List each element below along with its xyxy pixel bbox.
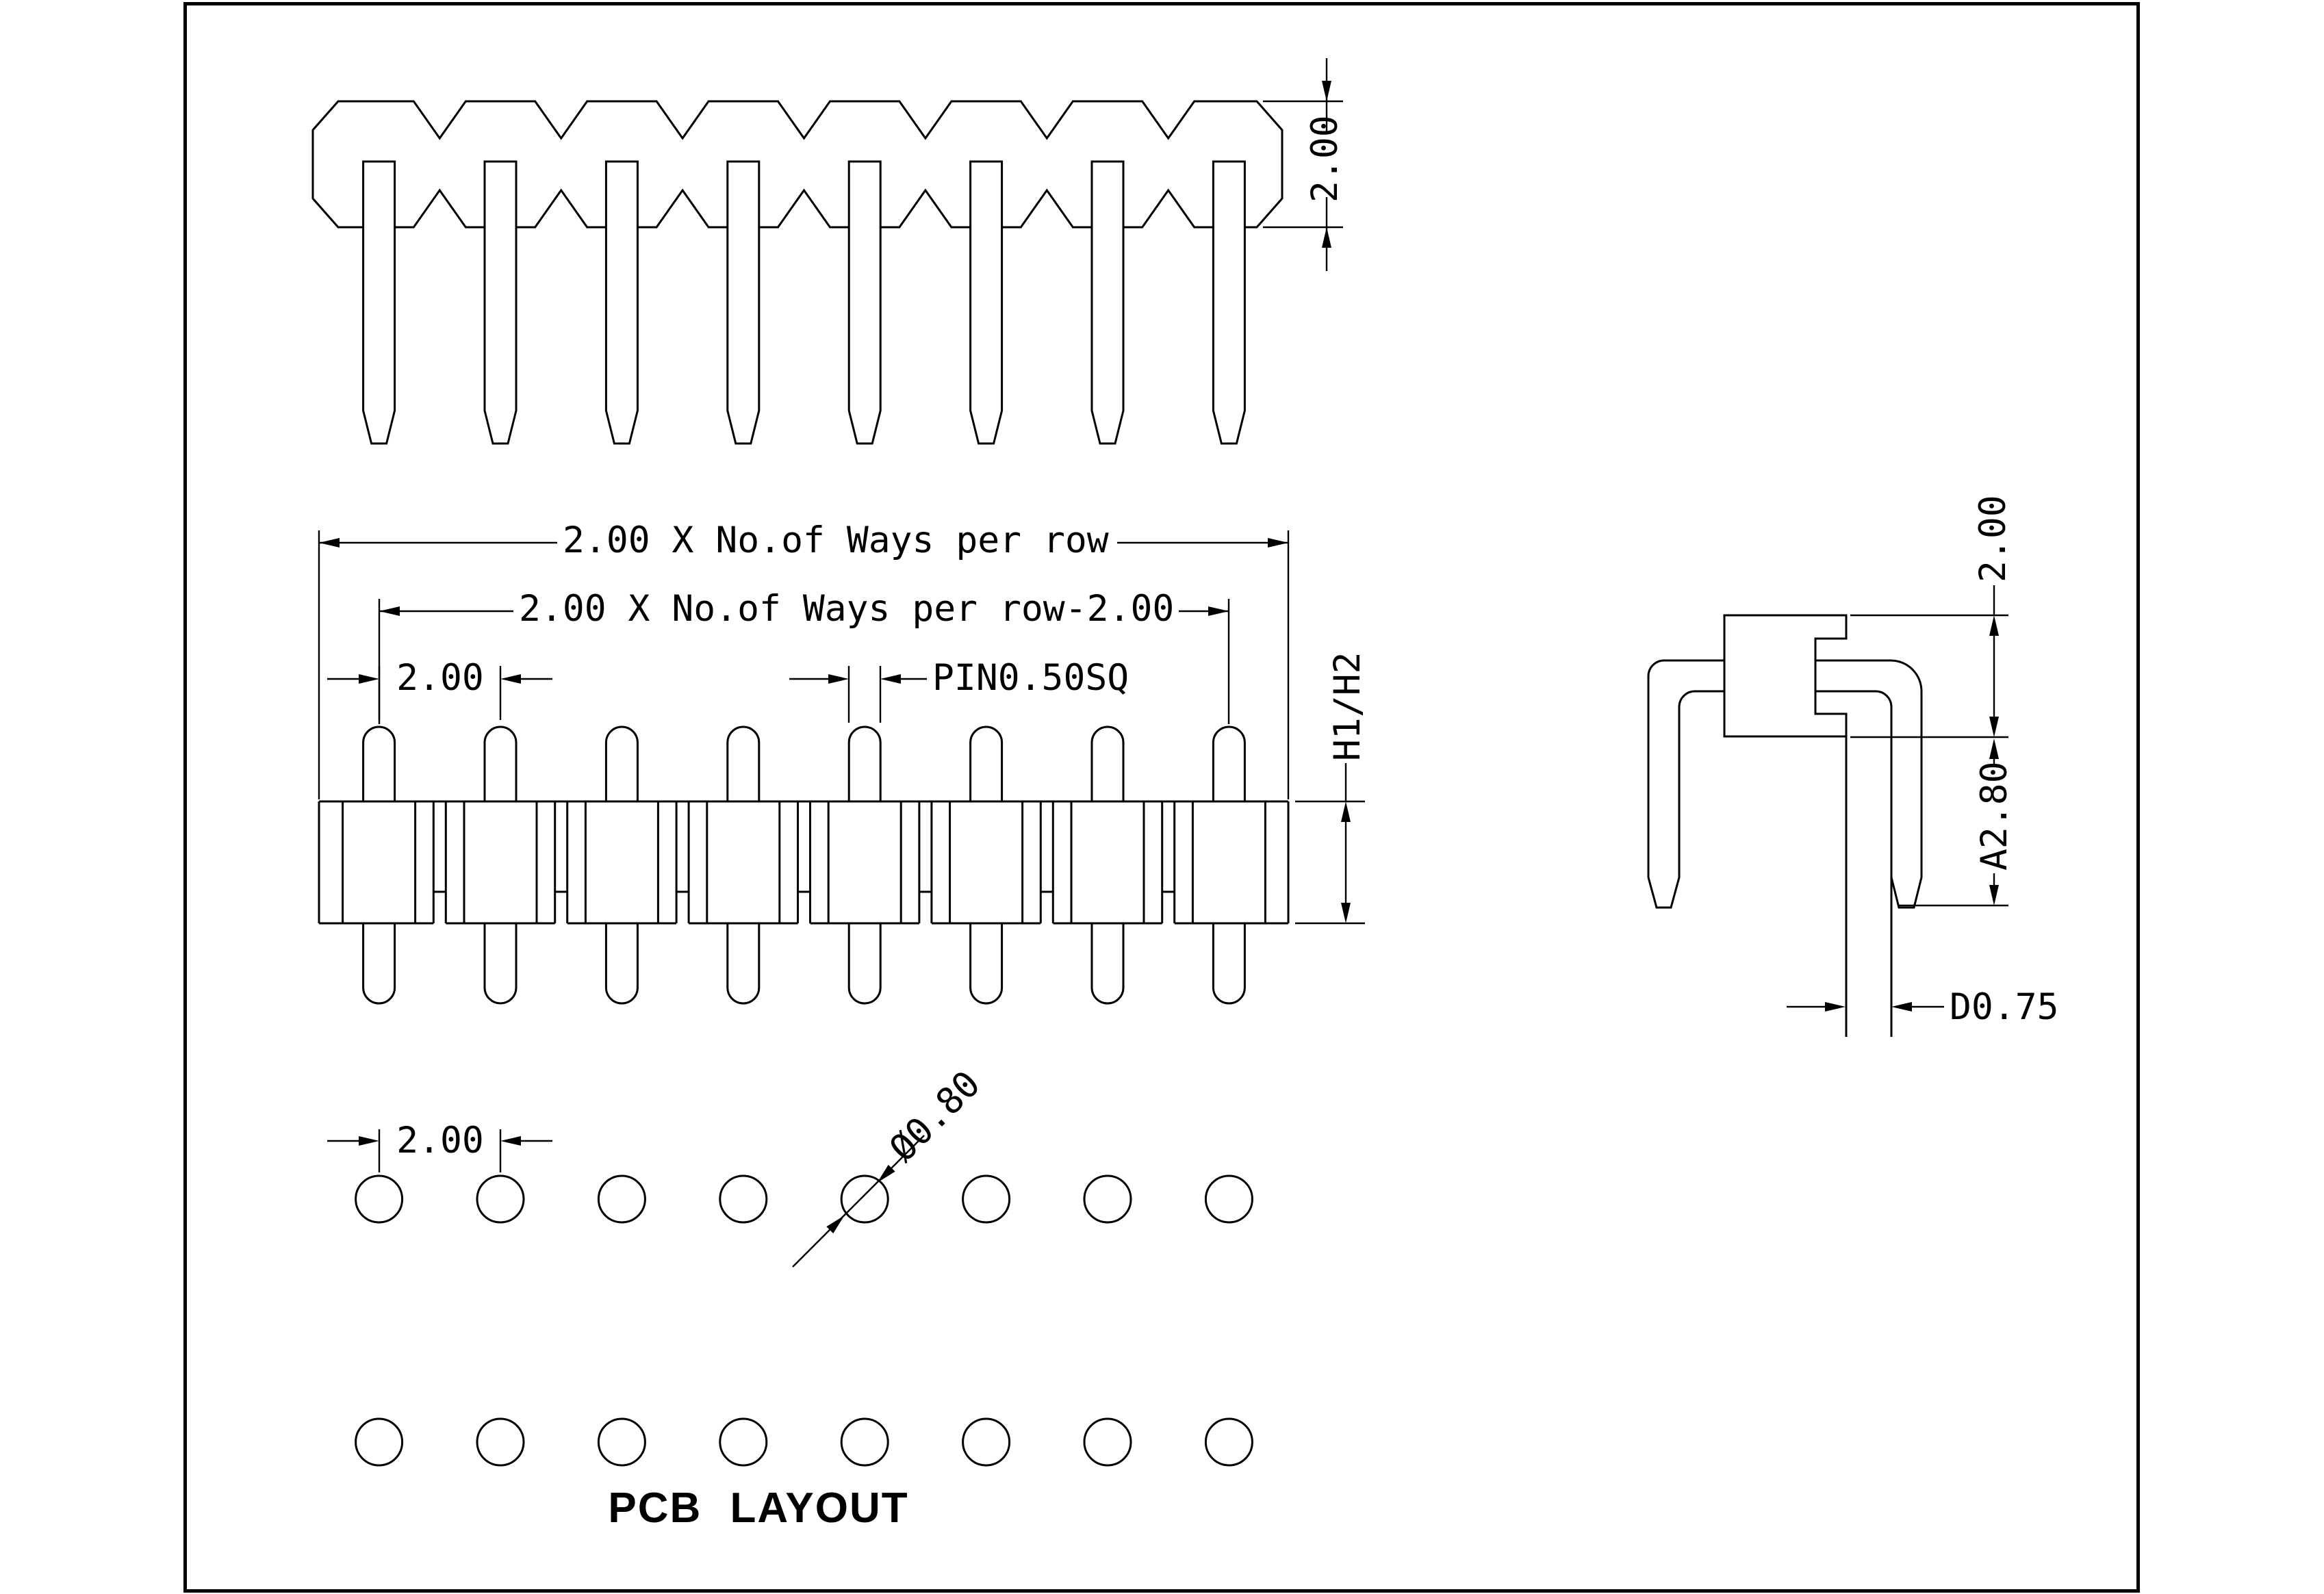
drawing-frame: [183, 2, 2140, 1593]
arrowhead-left-icon: [1891, 1002, 1912, 1012]
dimension-text: 2.00 X No.of Ways per row: [563, 519, 1109, 561]
dimension-text: D0.75: [1950, 986, 2059, 1028]
arrowhead-downleft-icon: [877, 1164, 895, 1183]
front-view: 2.00 X No.of Ways per row 2.00 X No.of W…: [318, 519, 1368, 1005]
dimension-text: 2.00: [1304, 115, 1346, 203]
front-bottom-pins: [362, 923, 1246, 1005]
pcb-hole: [597, 1174, 646, 1224]
pcb-hole-dimension: Ø0.80: [792, 1063, 988, 1268]
pcb-hole: [840, 1174, 889, 1224]
front-span-dimension: 2.00 X No.of Ways per row-2.00: [378, 588, 1230, 724]
pcb-hole: [476, 1174, 525, 1224]
side-view: 2.00 A2.80 D0.75: [1647, 495, 2059, 1037]
pcb-hole: [1083, 1174, 1132, 1224]
arrowhead-right-icon: [1208, 606, 1229, 616]
front-top-pin: [483, 725, 518, 801]
arrowhead-right-icon: [1268, 538, 1288, 548]
arrowhead-up-icon: [1989, 738, 1999, 759]
pcb-hole: [1204, 1417, 1253, 1467]
top-view-pin: [483, 160, 518, 445]
pcb-hole: [962, 1417, 1011, 1467]
arrowhead-right-icon: [359, 674, 379, 684]
front-top-pin: [362, 725, 396, 801]
arrowhead-right-icon: [359, 1136, 379, 1146]
front-top-pin: [604, 725, 639, 801]
pcb-layout: 2.00 Ø0.80 PCB LAYOUT: [327, 1063, 1253, 1532]
top-view-pin: [1212, 160, 1246, 445]
pcb-hole: [476, 1417, 525, 1467]
side-pin-width-dimension: D0.75: [1787, 986, 2059, 1028]
front-bottom-pin: [604, 923, 639, 1005]
side-body-dimension: 2.00: [1850, 495, 2014, 738]
side-bent-pin-right: [1815, 659, 1923, 909]
pcb-pitch-dimension: 2.00: [327, 1120, 552, 1172]
front-body-units: [318, 801, 1290, 925]
side-tail-dimension: A2.80: [1898, 738, 2015, 907]
pcb-hole: [1083, 1417, 1132, 1467]
leader-line: [792, 1135, 925, 1268]
front-bottom-pin: [1090, 923, 1125, 1005]
front-bottom-pin: [483, 923, 518, 1005]
pcb-hole: [962, 1174, 1011, 1224]
arrowhead-down-icon: [1989, 717, 1999, 737]
top-view-pin: [847, 160, 882, 445]
dimension-text: Ø0.80: [882, 1063, 988, 1170]
top-view-pin: [362, 160, 396, 445]
arrowhead-up-icon: [1989, 615, 1999, 636]
front-top-pins: [362, 725, 1246, 801]
front-top-pin: [847, 725, 882, 801]
arrowhead-right-icon: [1825, 1002, 1846, 1012]
pcb-hole: [719, 1174, 768, 1224]
arrowhead-left-icon: [880, 674, 901, 684]
front-bottom-pin: [1212, 923, 1246, 1005]
arrowhead-right-icon: [828, 674, 849, 684]
side-bent-pin-left: [1647, 659, 1724, 909]
dimension-text: H1/H2: [1327, 652, 1368, 761]
front-height-dimension: H1/H2: [1295, 652, 1368, 925]
top-view-pin: [1090, 160, 1125, 445]
front-top-pin: [1090, 725, 1125, 801]
front-bottom-pin: [847, 923, 882, 1005]
pcb-hole: [840, 1417, 889, 1467]
front-top-pin: [1212, 725, 1246, 801]
dimension-text: 2.00: [396, 1120, 484, 1161]
arrowhead-down-icon: [1989, 885, 1999, 905]
dimension-text: 2.00: [396, 657, 484, 699]
top-view: 2.00: [311, 58, 1346, 445]
top-view-pin: [969, 160, 1004, 445]
arrowhead-down-icon: [1341, 903, 1351, 923]
dimension-text: 2.00 X No.of Ways per row-2.00: [519, 588, 1174, 630]
top-view-body-outline: [311, 100, 1284, 229]
front-total-dimension: 2.00 X No.of Ways per row: [318, 519, 1290, 799]
top-view-height-dimension: 2.00: [1263, 58, 1346, 271]
front-bottom-pin: [969, 923, 1004, 1005]
front-bottom-pin: [362, 923, 396, 1005]
top-view-pins: [362, 160, 1246, 445]
pcb-hole: [355, 1174, 404, 1224]
front-pitch-dimension: 2.00: [327, 657, 552, 720]
arrowhead-left-icon: [500, 1136, 521, 1146]
dimension-text: A2.80: [1974, 761, 2015, 871]
top-view-pin: [726, 160, 761, 445]
front-top-pin: [969, 725, 1004, 801]
front-pin-dimension: PIN0.50SQ: [789, 657, 1129, 723]
pcb-hole: [355, 1417, 404, 1467]
front-top-pin: [726, 725, 761, 801]
pcb-holes: [355, 1174, 1253, 1467]
pcb-layout-title: PCB LAYOUT: [608, 1484, 908, 1532]
arrowhead-upright-icon: [826, 1216, 845, 1234]
pcb-hole: [719, 1417, 768, 1467]
arrowhead-left-icon: [500, 674, 521, 684]
side-body-outline: [1723, 614, 1848, 738]
pcb-hole: [597, 1417, 646, 1467]
arrowhead-up-icon: [1341, 801, 1351, 822]
top-view-pin: [604, 160, 639, 445]
front-bottom-pin: [726, 923, 761, 1005]
pcb-hole: [1204, 1174, 1253, 1224]
dimension-text: 2.00: [1972, 495, 2014, 582]
dimension-text: PIN0.50SQ: [932, 657, 1129, 699]
arrowhead-down-icon: [1322, 81, 1331, 101]
